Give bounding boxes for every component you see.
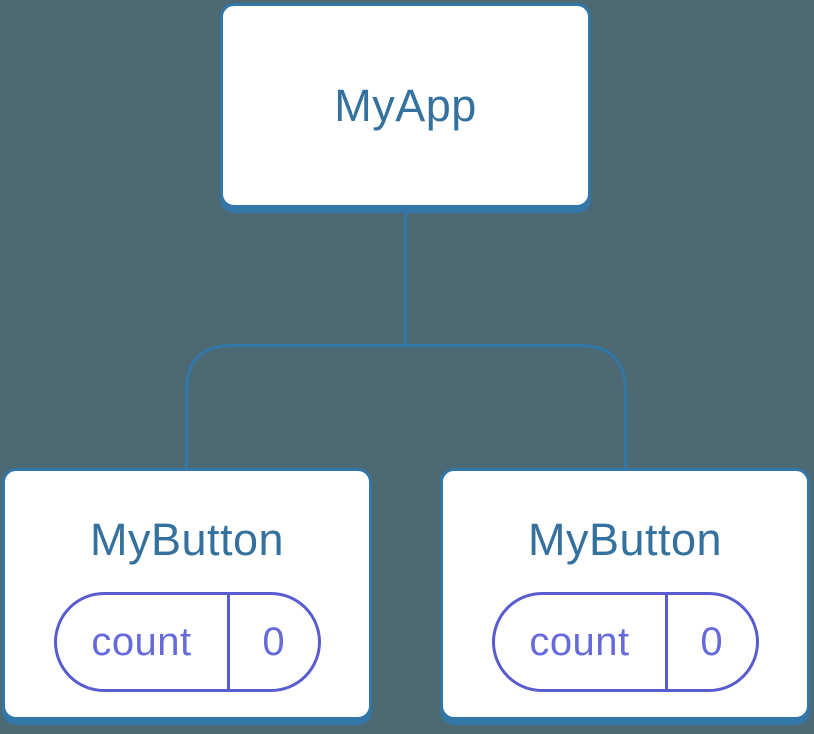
state-name: count <box>495 595 668 689</box>
root-node: MyApp <box>220 3 591 208</box>
state-pill: count 0 <box>491 592 759 692</box>
child-node-left: MyButton count 0 <box>2 468 372 720</box>
child-node-label: MyButton <box>527 514 723 565</box>
child-node-label: MyButton <box>89 514 285 565</box>
root-node-label: MyApp <box>334 79 477 131</box>
state-value: 0 <box>700 619 723 664</box>
state-value: 0 <box>262 619 285 664</box>
connector-branch-line <box>185 344 627 472</box>
child-node-right: MyButton count 0 <box>440 468 810 720</box>
state-name: count <box>57 595 230 689</box>
state-pill: count 0 <box>53 592 321 692</box>
